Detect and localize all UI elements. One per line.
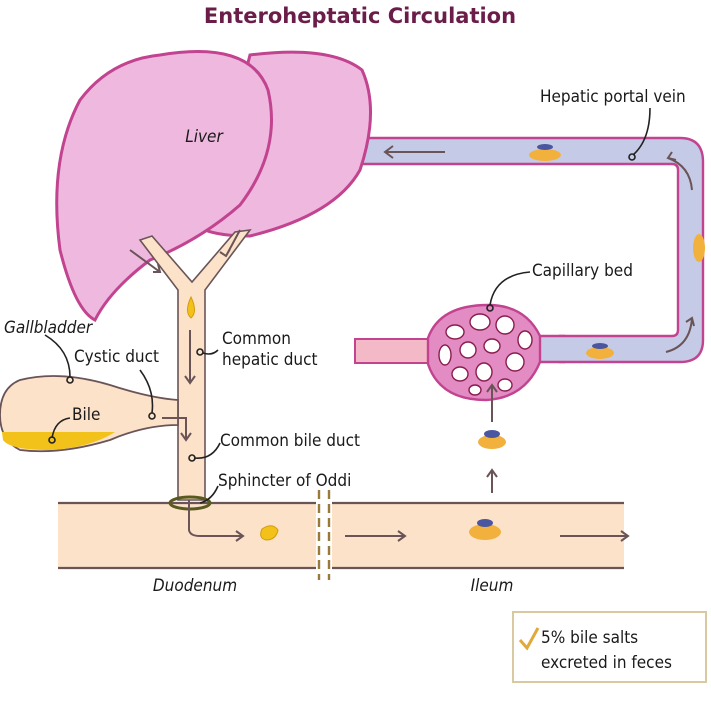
micelle-ileum — [469, 519, 501, 540]
label-hepatic-portal-vein: Hepatic portal vein — [540, 87, 686, 107]
leader-cystic-duct — [139, 369, 154, 414]
flow-arrow-to-ileum — [345, 530, 407, 542]
flow-arrow-to-colon — [560, 530, 630, 542]
note-line-2: excreted in feces — [541, 653, 672, 673]
bile-droplet — [187, 295, 195, 319]
hepatic-ducts — [138, 228, 252, 501]
liver-label: Liver — [185, 127, 224, 147]
label-common-bile-duct: Common bile duct — [220, 431, 360, 451]
label-duodenum: Duodenum — [153, 576, 237, 596]
label-gallbladder: Gallbladder — [4, 318, 94, 338]
note-box: 5% bile salts excreted in feces — [512, 611, 707, 683]
leader-lines — [44, 107, 651, 504]
micelle-absorbed — [478, 430, 506, 449]
label-ileum: Ileum — [471, 576, 514, 596]
intestine — [58, 490, 624, 582]
capillary-holes — [438, 313, 533, 396]
liver-left-lobe — [55, 50, 273, 323]
note-frame — [512, 611, 707, 683]
capillary-bed — [354, 303, 542, 402]
liver: Liver — [55, 50, 373, 323]
label-cystic-duct: Cystic duct — [74, 347, 159, 367]
leader-common-bile-duct — [193, 442, 221, 460]
micelle-vein-top — [529, 144, 561, 161]
leader-capillary-bed — [489, 271, 531, 306]
flow-arrow-corner-bottom — [665, 316, 695, 353]
flow-arrow-cystic-duct — [162, 417, 192, 442]
micelle-vein-bottom — [586, 343, 614, 359]
note-line-1: 5% bile salts — [541, 628, 638, 648]
leader-common-hepatic-duct — [202, 349, 219, 355]
label-sphincter-of-oddi: Sphincter of Oddi — [218, 471, 351, 491]
arteriole — [354, 338, 431, 364]
flow-arrow-into-duodenum — [188, 500, 245, 542]
bile-pool — [2, 432, 115, 450]
bile-salts — [260, 144, 705, 542]
flow-arrow-right-duct — [219, 229, 241, 258]
flow-arrow-to-liver — [383, 145, 445, 159]
flow-arrow-left-duct — [129, 249, 162, 273]
intestine-lumen — [58, 503, 624, 568]
label-capillary-bed: Capillary bed — [532, 261, 633, 281]
micelle-vein-right — [693, 234, 705, 262]
label-common-hepatic-duct-2: hepatic duct — [222, 350, 318, 370]
flow-arrow-into-capillary — [486, 383, 498, 422]
bile-ducts — [0, 228, 252, 542]
checkmark-icon — [518, 627, 540, 651]
leader-sphincter — [199, 485, 219, 504]
bile-salt-duodenum — [260, 525, 279, 541]
label-bile: Bile — [72, 405, 100, 425]
flow-arrow-absorption — [486, 468, 498, 493]
flow-arrow-hepatic-duct — [184, 330, 196, 385]
leader-gallbladder — [44, 334, 71, 378]
diagram-title: Enteroheptatic Circulation — [204, 4, 516, 28]
label-common-hepatic-duct-1: Common — [222, 329, 291, 349]
leader-bile — [51, 417, 71, 439]
leader-portal-vein — [632, 107, 651, 156]
flow-arrow-corner-top — [666, 151, 693, 191]
